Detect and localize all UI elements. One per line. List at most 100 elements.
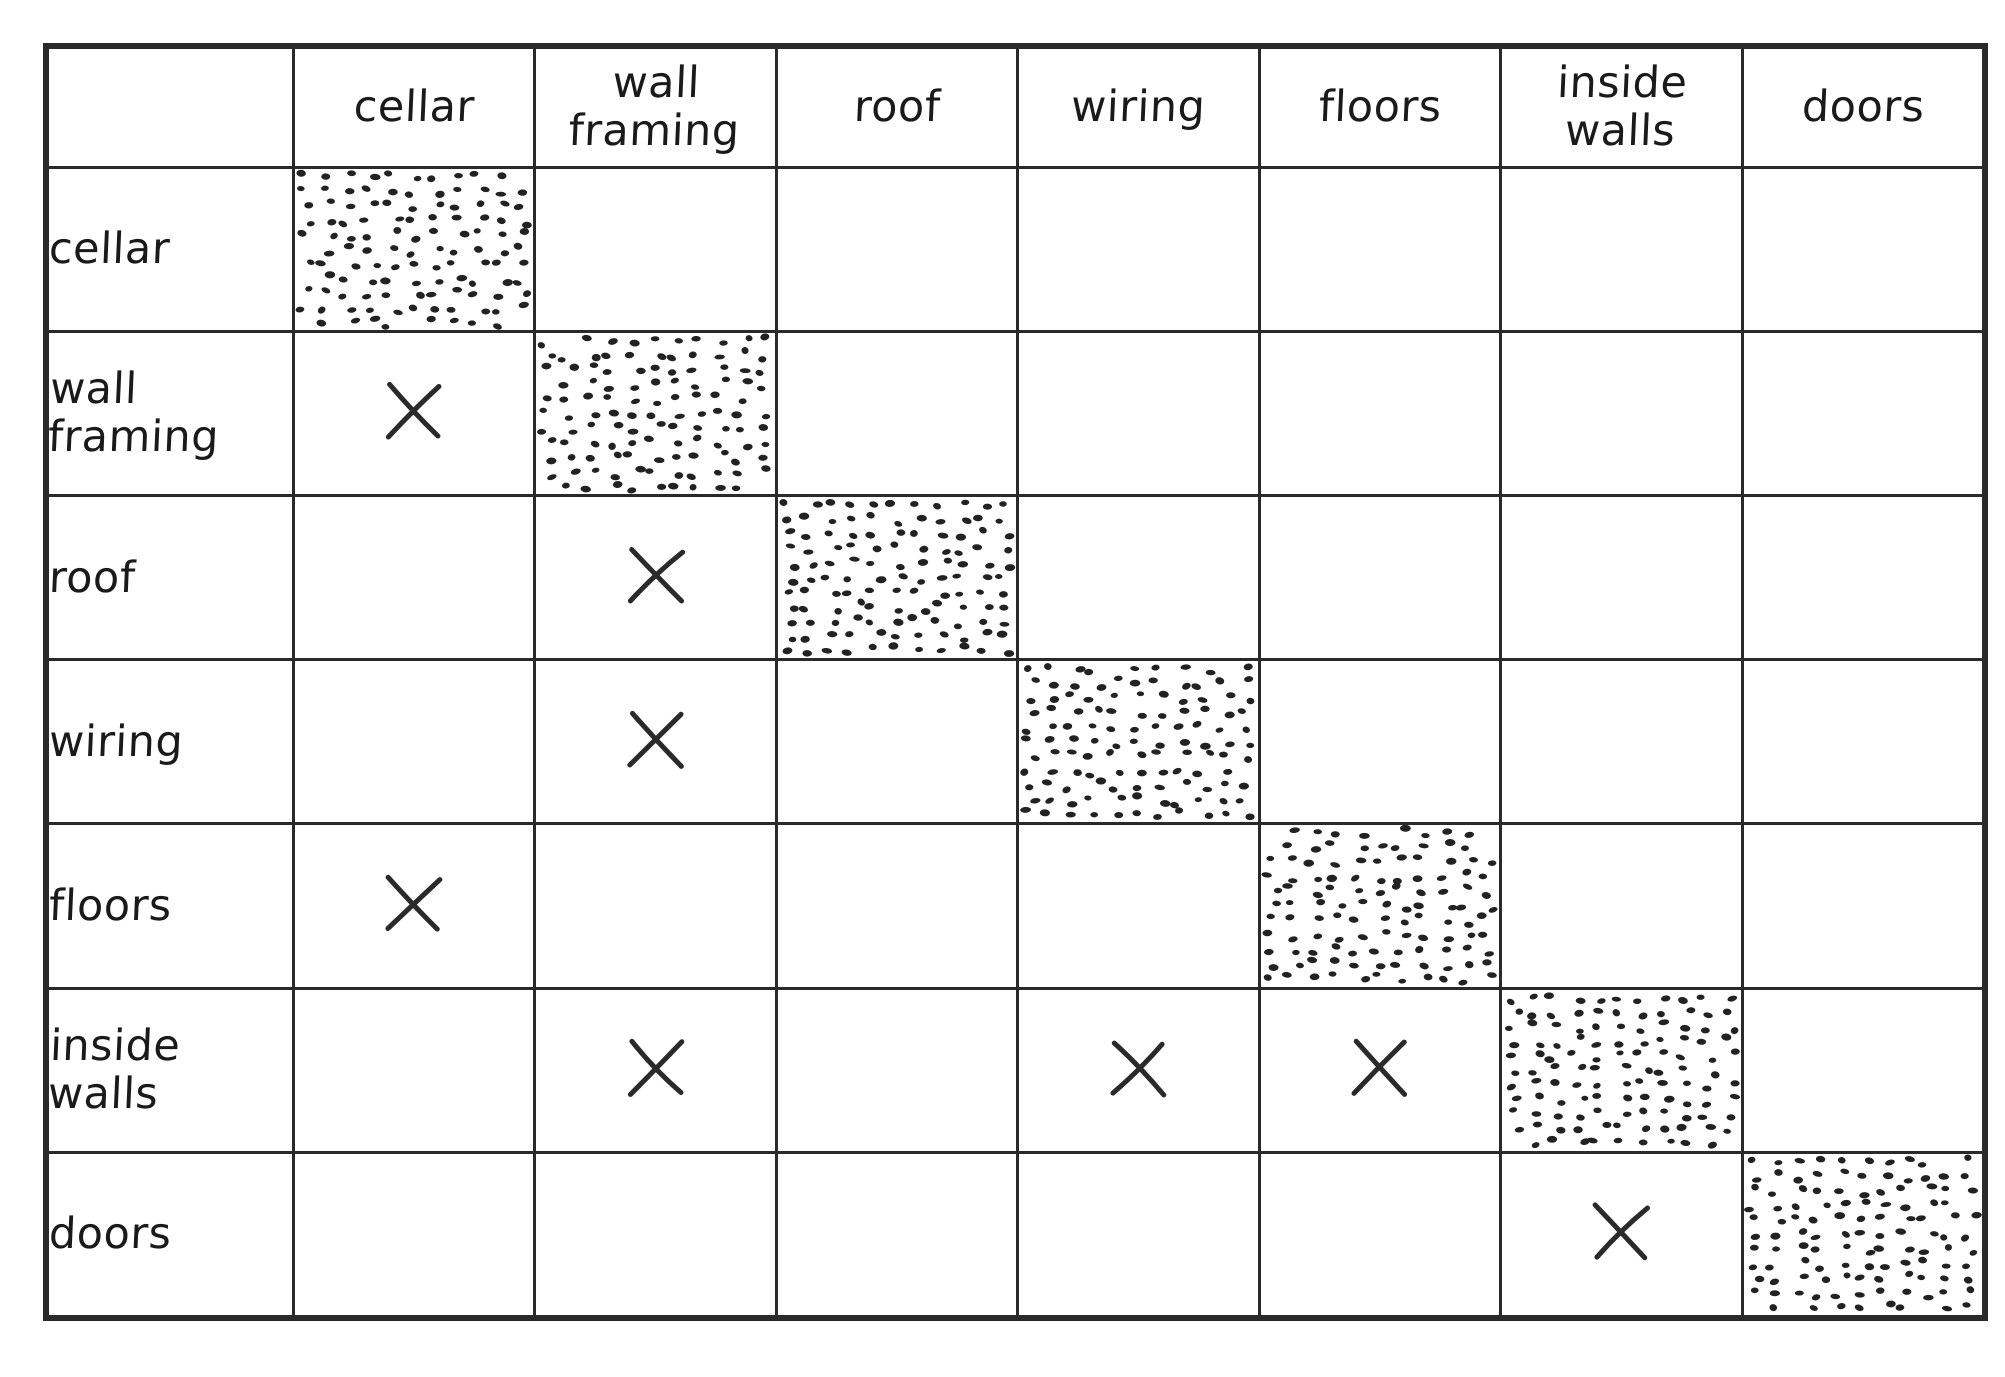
x-mark-icon xyxy=(1344,1032,1416,1104)
matrix-cell-empty[interactable] xyxy=(1257,329,1503,498)
row-header-label: wall framing xyxy=(46,364,221,463)
row-header-inside-walls: inside walls xyxy=(46,986,295,1154)
matrix-cell-empty[interactable] xyxy=(1016,822,1261,990)
matrix-cell-empty[interactable] xyxy=(774,822,1020,990)
matrix-cell-empty[interactable] xyxy=(1499,329,1744,498)
matrix-cell-empty[interactable] xyxy=(291,494,537,662)
matrix-cell-empty[interactable] xyxy=(1499,165,1744,333)
x-mark-icon xyxy=(378,375,450,447)
row-header-wall-framing: wall framing xyxy=(46,329,295,498)
x-mark-icon xyxy=(378,868,450,940)
matrix-cell-empty[interactable] xyxy=(291,1150,537,1319)
stipple-fill-icon xyxy=(536,333,774,494)
row-header-floors: floors xyxy=(46,822,295,990)
matrix-row: floors xyxy=(46,822,1986,990)
x-mark-icon xyxy=(1102,1032,1174,1104)
matrix-cell-empty[interactable] xyxy=(774,986,1020,1154)
matrix-cell-empty[interactable] xyxy=(1016,329,1261,498)
matrix-cell-empty[interactable] xyxy=(1016,494,1261,662)
column-header-floors: floors xyxy=(1257,46,1503,169)
x-mark-icon xyxy=(620,540,692,612)
dependency-matrix: cellar wall framing roof wiring floors inside… xyxy=(43,43,1988,1321)
matrix-cell-empty[interactable] xyxy=(1257,165,1503,333)
matrix-row: inside walls xyxy=(46,986,1986,1154)
matrix-cell-empty[interactable] xyxy=(1499,658,1744,826)
matrix-row: wiring xyxy=(46,658,1986,826)
matrix-row: doors xyxy=(46,1150,1986,1319)
column-header-label: floors xyxy=(1317,82,1443,133)
matrix-cell-empty[interactable] xyxy=(1499,822,1744,990)
row-header-doors: doors xyxy=(46,1150,295,1319)
matrix-cell-diagonal[interactable] xyxy=(1499,986,1744,1154)
matrix-cell-empty[interactable] xyxy=(1740,494,1986,662)
matrix-cell-dependency[interactable] xyxy=(291,329,537,498)
column-header-roof: roof xyxy=(774,46,1020,169)
matrix-cell-empty[interactable] xyxy=(774,329,1020,498)
column-header-cellar: cellar xyxy=(291,46,537,169)
matrix-cell-empty[interactable] xyxy=(533,1150,778,1319)
stipple-fill-icon xyxy=(1019,661,1257,822)
stipple-fill-icon xyxy=(1261,825,1499,986)
matrix-row: cellar xyxy=(46,165,1986,333)
matrix-cell-empty[interactable] xyxy=(533,822,778,990)
matrix-cell-empty[interactable] xyxy=(1016,1150,1261,1319)
matrix-cell-empty[interactable] xyxy=(1257,658,1503,826)
row-header-label: wiring xyxy=(47,716,185,767)
matrix-cell-empty[interactable] xyxy=(774,1150,1020,1319)
matrix-cell-empty[interactable] xyxy=(533,165,778,333)
column-header-inside-walls: inside walls xyxy=(1499,46,1744,169)
matrix-cell-empty[interactable] xyxy=(1257,1150,1503,1319)
matrix-cell-diagonal[interactable] xyxy=(1740,1150,1986,1319)
row-header-label: roof xyxy=(47,552,137,603)
matrix-corner-cell xyxy=(46,46,295,169)
column-header-label: wiring xyxy=(1070,82,1207,133)
matrix-cell-dependency[interactable] xyxy=(291,822,537,990)
matrix-cell-diagonal[interactable] xyxy=(1257,822,1503,990)
matrix-cell-dependency[interactable] xyxy=(1499,1150,1744,1319)
stipple-fill-icon xyxy=(295,169,533,330)
row-header-wiring: wiring xyxy=(46,658,295,826)
matrix-cell-empty[interactable] xyxy=(1740,658,1986,826)
matrix-cell-dependency[interactable] xyxy=(533,986,778,1154)
matrix-cell-empty[interactable] xyxy=(291,658,537,826)
matrix-cell-diagonal[interactable] xyxy=(1016,658,1261,826)
matrix-cell-empty[interactable] xyxy=(774,165,1020,333)
matrix-cell-dependency[interactable] xyxy=(533,494,778,662)
matrix-table: cellar wall framing roof wiring floors inside… xyxy=(46,46,1986,1319)
column-header-label: inside walls xyxy=(1556,58,1689,157)
matrix-cell-empty[interactable] xyxy=(1740,822,1986,990)
column-header-label: doors xyxy=(1800,82,1926,133)
stipple-fill-icon xyxy=(778,497,1016,658)
matrix-cell-empty[interactable] xyxy=(291,986,537,1154)
x-mark-icon xyxy=(1585,1196,1657,1268)
matrix-cell-dependency[interactable] xyxy=(533,658,778,826)
matrix-cell-dependency[interactable] xyxy=(1016,986,1261,1154)
x-mark-icon xyxy=(620,1032,692,1104)
matrix-cell-diagonal[interactable] xyxy=(774,494,1020,662)
matrix-row: roof xyxy=(46,494,1986,662)
matrix-cell-empty[interactable] xyxy=(774,658,1020,826)
row-header-label: inside walls xyxy=(46,1021,182,1120)
matrix-cell-empty[interactable] xyxy=(1016,165,1261,333)
matrix-cell-empty[interactable] xyxy=(1740,986,1986,1154)
matrix-cell-dependency[interactable] xyxy=(1257,986,1503,1154)
column-header-wiring: wiring xyxy=(1016,46,1261,169)
x-mark-icon xyxy=(620,704,692,776)
row-header-label: doors xyxy=(47,1209,173,1260)
row-header-cellar: cellar xyxy=(46,165,295,333)
row-header-label: cellar xyxy=(47,224,172,275)
column-header-label: roof xyxy=(852,82,942,133)
matrix-cell-diagonal[interactable] xyxy=(291,165,537,333)
matrix-cell-empty[interactable] xyxy=(1257,494,1503,662)
matrix-header-row: cellar wall framing roof wiring floors inside… xyxy=(46,46,1986,169)
row-header-label: floors xyxy=(47,880,173,931)
column-header-label: wall framing xyxy=(567,58,742,157)
matrix-cell-empty[interactable] xyxy=(1740,329,1986,498)
row-header-roof: roof xyxy=(46,494,295,662)
matrix-cell-empty[interactable] xyxy=(1740,165,1986,333)
stipple-fill-icon xyxy=(1502,990,1741,1151)
matrix-cell-empty[interactable] xyxy=(1499,494,1744,662)
stipple-fill-icon xyxy=(1743,1154,1982,1315)
column-header-label: cellar xyxy=(352,82,476,133)
matrix-cell-diagonal[interactable] xyxy=(533,329,778,498)
